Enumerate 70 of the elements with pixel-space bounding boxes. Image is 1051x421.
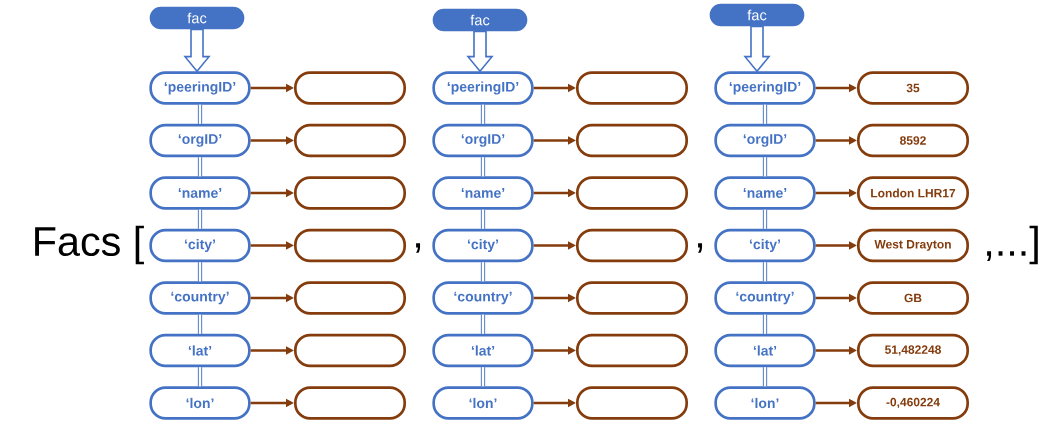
key-box: ‘country’ <box>149 281 251 315</box>
double-line <box>480 367 486 387</box>
key-box: ‘lon’ <box>149 386 251 420</box>
key-box: ‘lon’ <box>432 386 534 420</box>
key-box: ‘country’ <box>432 281 534 315</box>
value-box <box>576 386 688 420</box>
double-line <box>197 157 203 177</box>
double-line <box>762 314 768 334</box>
value-box: West Drayton <box>857 228 969 263</box>
key-box: ‘orgID’ <box>714 123 816 158</box>
hollow-arrow <box>183 28 211 73</box>
double-line <box>197 262 203 282</box>
bracket-text: , <box>698 243 703 253</box>
bracket-text: , <box>416 243 421 253</box>
value-box: -0,460224 <box>857 386 969 420</box>
key-box: ‘lat’ <box>714 333 816 368</box>
double-line <box>762 367 768 387</box>
key-box: ‘orgID’ <box>149 123 251 158</box>
bracket-text: Facs [ <box>35 225 144 265</box>
value-box: 35 <box>857 71 969 105</box>
value-box: GB <box>857 281 969 315</box>
value-box <box>576 281 688 315</box>
double-line <box>762 157 768 177</box>
value-box <box>576 123 688 158</box>
key-box: ‘lat’ <box>432 333 534 368</box>
double-line <box>197 314 203 334</box>
key-box: ‘lon’ <box>714 386 816 420</box>
double-line <box>197 209 203 229</box>
key-box: ‘name’ <box>149 176 251 210</box>
key-box: ‘lat’ <box>149 333 251 368</box>
value-box: 51,482248 <box>857 333 969 368</box>
key-box: ‘orgID’ <box>432 123 534 158</box>
key-box: ‘name’ <box>432 176 534 210</box>
value-box <box>294 123 406 158</box>
key-box: ‘peeringID’ <box>714 71 816 105</box>
double-line <box>762 209 768 229</box>
value-box <box>576 176 688 210</box>
bracket-text: ,...] <box>987 225 1038 265</box>
double-line <box>480 262 486 282</box>
value-box: London LHR17 <box>857 176 969 210</box>
value-box <box>294 333 406 368</box>
fac-pill: fac <box>149 6 245 30</box>
value-box <box>294 176 406 210</box>
value-box: 8592 <box>857 123 969 158</box>
key-box: ‘country’ <box>714 281 816 315</box>
double-line <box>480 157 486 177</box>
fac-pill: fac <box>709 3 805 27</box>
value-box <box>576 333 688 368</box>
key-box: ‘city’ <box>149 228 251 263</box>
double-line <box>480 314 486 334</box>
hollow-arrow <box>743 25 771 73</box>
key-box: ‘peeringID’ <box>149 71 251 105</box>
double-line <box>762 262 768 282</box>
key-box: ‘city’ <box>714 228 816 263</box>
fac-pill: fac <box>432 8 528 32</box>
value-box <box>294 281 406 315</box>
double-line <box>762 104 768 124</box>
value-box <box>294 386 406 420</box>
value-box <box>294 228 406 263</box>
hollow-arrow <box>466 30 494 73</box>
double-line <box>480 104 486 124</box>
key-box: ‘city’ <box>432 228 534 263</box>
key-box: ‘peeringID’ <box>432 71 534 105</box>
value-box <box>294 71 406 105</box>
double-line <box>197 104 203 124</box>
key-box: ‘name’ <box>714 176 816 210</box>
value-box <box>576 228 688 263</box>
value-box <box>576 71 688 105</box>
double-line <box>197 367 203 387</box>
double-line <box>480 209 486 229</box>
